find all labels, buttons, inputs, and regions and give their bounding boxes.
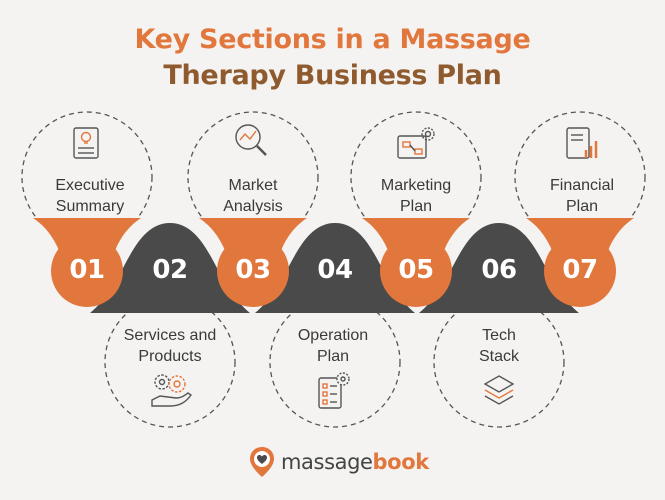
section-number-03: 03 (235, 255, 271, 285)
document-lightbulb-icon (73, 127, 99, 159)
section-label-04-line1: Operation (297, 327, 369, 344)
section-label-01: Executive Summary (30, 175, 150, 217)
section-number-04: 04 (317, 255, 353, 285)
section-label-03-line1: Market (228, 177, 278, 194)
section-label-06-line1: Tech (482, 327, 516, 344)
logo-text-massage: massage (281, 450, 373, 474)
title-line-2: Therapy Business Plan (163, 60, 502, 91)
location-pin-heart-icon (250, 447, 274, 477)
section-label-04: Operation Plan (273, 325, 393, 367)
section-label-06: Tech Stack (439, 325, 559, 367)
section-label-02-line1: Services and (123, 327, 217, 344)
section-label-07-line2: Plan (565, 198, 599, 215)
massagebook-logo: massagebook (249, 445, 429, 479)
section-label-03-line2: Analysis (223, 198, 283, 215)
connector-01 (33, 218, 141, 307)
gears-hand-icon (151, 374, 192, 407)
section-number-01: 01 (69, 255, 105, 285)
section-circle-04 (269, 296, 401, 428)
connector-06 (419, 223, 579, 313)
section-label-07: Financial Plan (522, 175, 642, 217)
section-label-01-line1: Executive (55, 177, 125, 194)
section-label-06-line2: Stack (478, 348, 519, 365)
section-label-05-line2: Plan (399, 198, 433, 215)
connector-02 (90, 223, 250, 313)
connector-04 (255, 223, 415, 313)
flowchart-gear-icon (397, 127, 435, 159)
magnifier-chart-icon (235, 124, 267, 156)
logo-wordmark: massagebook (281, 450, 429, 474)
section-circle-02 (104, 296, 236, 428)
section-label-05-line1: Marketing (380, 177, 452, 194)
title-line-1: Key Sections in a Massage (134, 24, 531, 55)
checklist-gear-icon (318, 372, 350, 409)
section-number-06: 06 (481, 255, 517, 285)
section-label-03: Market Analysis (193, 175, 313, 217)
section-circle-06 (433, 296, 565, 428)
layers-icon (483, 375, 515, 405)
section-label-02-line2: Products (138, 348, 202, 365)
section-label-02: Services and Products (110, 325, 230, 367)
section-label-07-line1: Financial (549, 177, 615, 194)
section-label-01-line2: Summary (55, 198, 125, 215)
section-label-05: Marketing Plan (356, 175, 476, 217)
connector-05 (362, 218, 470, 307)
connector-03 (199, 218, 307, 307)
section-number-05: 05 (398, 255, 434, 285)
report-chart-icon (566, 127, 598, 159)
section-label-04-line2: Plan (316, 348, 350, 365)
logo-text-book: book (372, 450, 430, 474)
section-number-07: 07 (562, 255, 598, 285)
connector-07 (526, 218, 634, 307)
section-number-02: 02 (152, 255, 188, 285)
